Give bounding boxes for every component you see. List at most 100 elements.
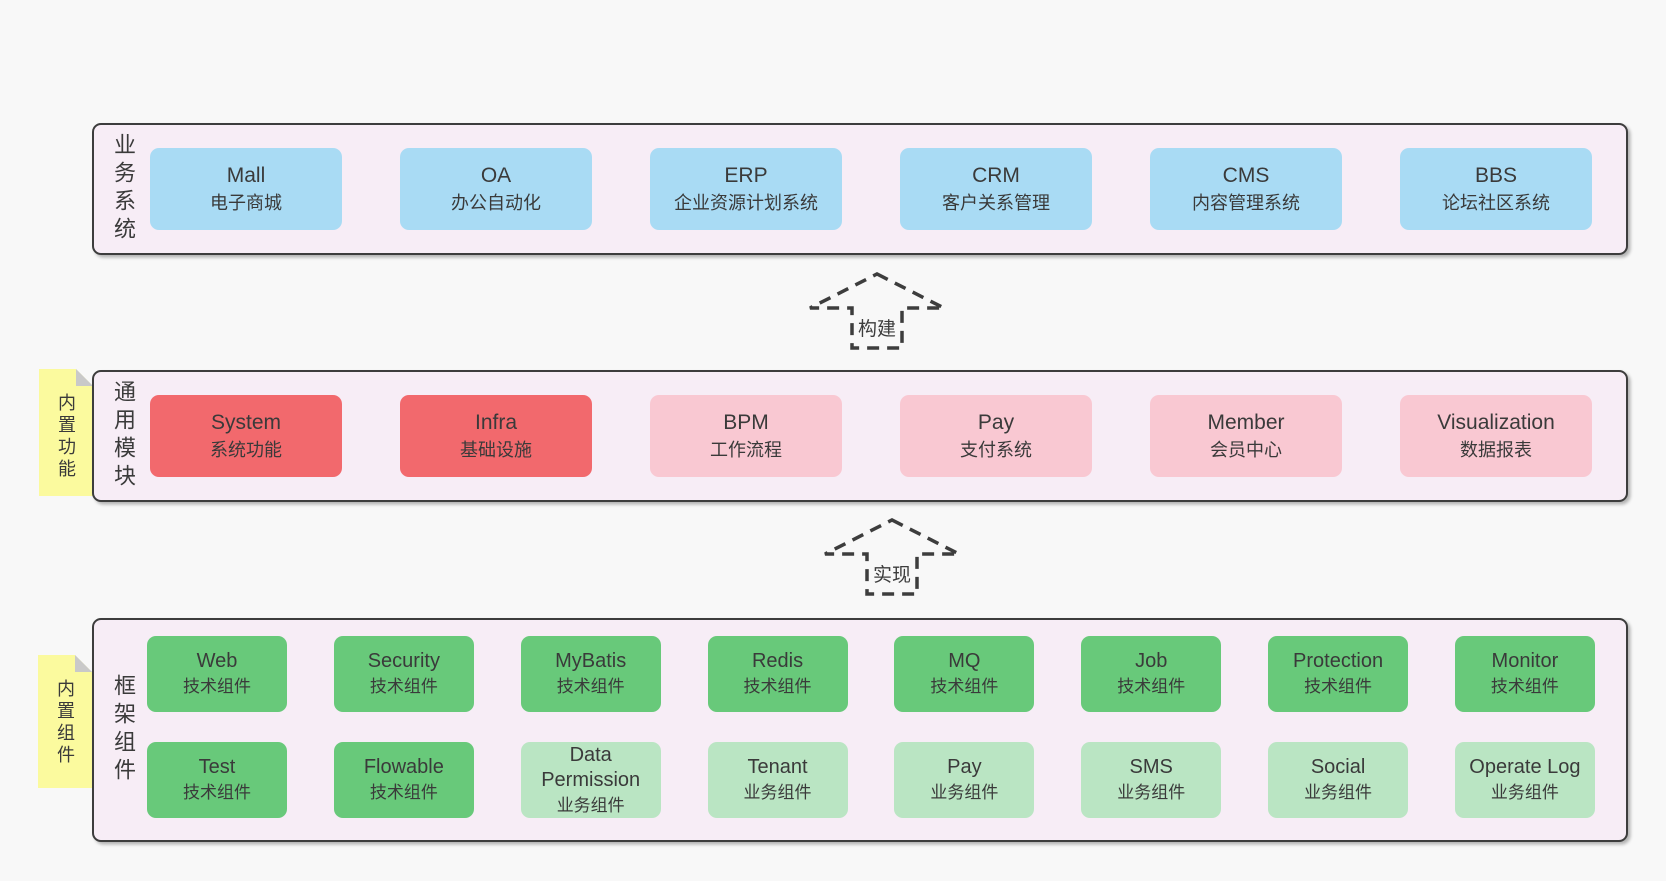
box-mybatis: MyBatis 技术组件 xyxy=(520,636,661,712)
arrow-label: 实现 xyxy=(869,560,915,587)
box-title: Security xyxy=(367,650,440,672)
box-subtitle: 技术组件 xyxy=(1117,677,1186,696)
box-subtitle: 技术组件 xyxy=(1304,677,1373,696)
box-subtitle: 技术组件 xyxy=(369,783,438,802)
box-pay: Pay 业务组件 xyxy=(894,742,1035,818)
box-monitor: Monitor 技术组件 xyxy=(1454,636,1595,712)
box-subtitle: 业务组件 xyxy=(1490,783,1559,802)
box-subtitle: 会员中心 xyxy=(1210,439,1282,460)
box-test: Test 技术组件 xyxy=(147,742,287,818)
folded-corner-icon xyxy=(75,655,92,672)
box-title: Pay xyxy=(977,410,1015,434)
box-title: Operate Log xyxy=(1469,756,1581,778)
box-title: Protection xyxy=(1293,650,1384,672)
box-social: Social 业务组件 xyxy=(1268,742,1409,818)
box-subtitle: 技术组件 xyxy=(743,677,812,696)
arrow-label: 构建 xyxy=(854,314,900,341)
box-title: Redis xyxy=(751,650,804,672)
box-visualization: Visualization 数据报表 xyxy=(1400,395,1592,477)
arrow-implement: 实现 xyxy=(822,517,962,597)
band-label-vertical: 业务系统 xyxy=(111,133,136,245)
box-title: ERP xyxy=(724,163,768,187)
arrow-build: 构建 xyxy=(807,271,947,351)
box-subtitle: 数据报表 xyxy=(1460,439,1532,460)
box-title: Tenant xyxy=(747,756,808,778)
box-title: Web xyxy=(196,650,238,672)
box-subtitle: 技术组件 xyxy=(556,677,625,696)
sticky-builtin-features: 内置功能 xyxy=(39,369,93,496)
sticky-label: 内置功能 xyxy=(56,393,76,481)
box-title: MyBatis xyxy=(555,650,627,672)
box-subtitle: 基础设施 xyxy=(460,439,532,460)
box-subtitle: 系统功能 xyxy=(210,439,282,460)
box-title: Data Permission xyxy=(541,743,641,791)
box-title: BPM xyxy=(723,410,769,434)
box-security: Security 技术组件 xyxy=(333,636,474,712)
box-title: Pay xyxy=(947,756,982,778)
box-protection: Protection 技术组件 xyxy=(1268,636,1409,712)
box-title: Flowable xyxy=(363,756,444,778)
box-title: MQ xyxy=(948,650,981,672)
box-redis: Redis 技术组件 xyxy=(707,636,848,712)
box-title: Test xyxy=(198,756,236,778)
box-job: Job 技术组件 xyxy=(1081,636,1222,712)
box-mq: MQ 技术组件 xyxy=(894,636,1035,712)
sticky-label: 内置组件 xyxy=(55,679,75,767)
sticky-builtin-components: 内置组件 xyxy=(38,655,92,788)
box-title: CMS xyxy=(1222,163,1270,187)
box-subtitle: 技术组件 xyxy=(930,677,999,696)
box-subtitle: 技术组件 xyxy=(369,677,438,696)
box-subtitle: 技术组件 xyxy=(1490,677,1559,696)
box-subtitle: 业务组件 xyxy=(930,783,999,802)
box-bbs: BBS 论坛社区系统 xyxy=(1400,148,1592,230)
box-row: Test 技术组件 Flowable 技术组件 Data Permission 业务组件 T… xyxy=(147,742,1595,818)
folded-corner-icon xyxy=(76,369,93,386)
dashed-up-arrow-icon xyxy=(809,272,945,350)
box-flowable: Flowable 技术组件 xyxy=(333,742,474,818)
box-title: Infra xyxy=(474,410,518,434)
box-subtitle: 论坛社区系统 xyxy=(1442,192,1550,213)
box-title: Social xyxy=(1310,756,1366,778)
box-title: SMS xyxy=(1129,756,1173,778)
box-title: Job xyxy=(1135,650,1168,672)
box-title: Mall xyxy=(226,163,266,187)
box-title: Monitor xyxy=(1491,650,1559,672)
box-subtitle: 业务组件 xyxy=(1117,783,1186,802)
box-member: Member 会员中心 xyxy=(1150,395,1342,477)
box-title: System xyxy=(210,410,281,434)
box-sms: SMS 业务组件 xyxy=(1081,742,1222,818)
band-label-vertical: 通用模块 xyxy=(111,380,136,492)
box-bpm: BPM 工作流程 xyxy=(650,395,842,477)
box-title: Member xyxy=(1207,410,1285,434)
box-subtitle: 技术组件 xyxy=(183,677,251,696)
band-label-vertical: 框架组件 xyxy=(111,674,136,786)
box-system: System 系统功能 xyxy=(150,395,342,477)
box-web: Web 技术组件 xyxy=(147,636,287,712)
box-subtitle: 企业资源计划系统 xyxy=(674,192,818,213)
box-title: BBS xyxy=(1474,163,1518,187)
box-subtitle: 业务组件 xyxy=(1304,783,1373,802)
box-title: Visualization xyxy=(1437,410,1555,434)
box-mall: Mall 电子商城 xyxy=(150,148,342,230)
box-subtitle: 办公自动化 xyxy=(451,192,541,213)
box-subtitle: 技术组件 xyxy=(183,783,251,802)
box-subtitle: 内容管理系统 xyxy=(1192,192,1300,213)
box-erp: ERP 企业资源计划系统 xyxy=(650,148,842,230)
box-subtitle: 电子商城 xyxy=(210,192,282,213)
box-title: OA xyxy=(480,163,512,187)
box-oa: OA 办公自动化 xyxy=(400,148,592,230)
box-subtitle: 业务组件 xyxy=(556,795,625,815)
dashed-up-arrow-icon xyxy=(824,518,960,596)
box-subtitle: 工作流程 xyxy=(710,439,782,460)
box-infra: Infra 基础设施 xyxy=(400,395,592,477)
box-operate-log: Operate Log 业务组件 xyxy=(1454,742,1595,818)
